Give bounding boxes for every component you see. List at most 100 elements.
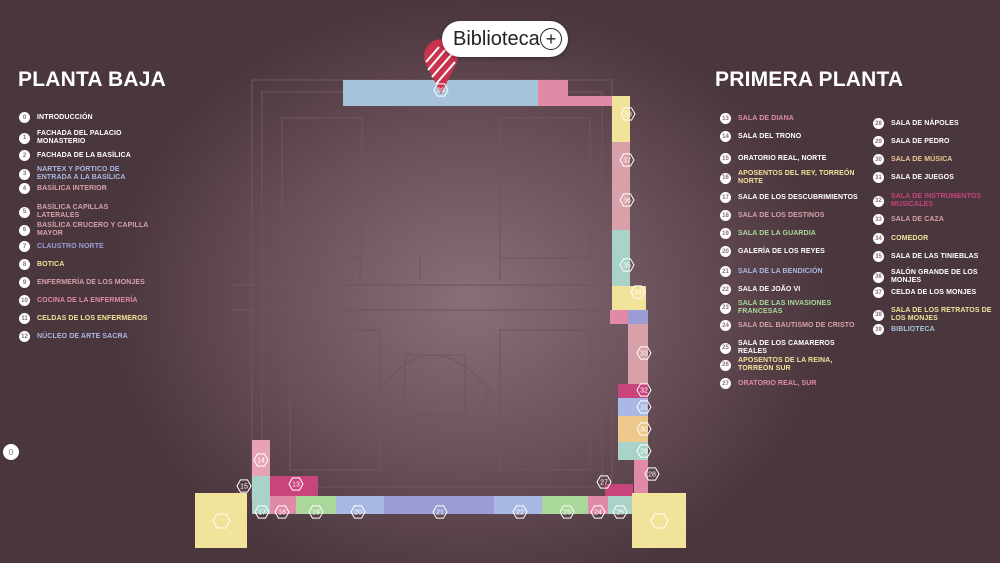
room-marker-18[interactable]: 18: [274, 505, 290, 519]
legend-number-badge: 0: [19, 112, 30, 123]
room-marker-14[interactable]: 14: [253, 453, 269, 467]
room-north-pink-b[interactable]: [568, 96, 612, 106]
room-15-17[interactable]: [252, 476, 270, 514]
room-marker-label: 20: [354, 510, 362, 517]
room-marker-13[interactable]: 13: [288, 477, 304, 491]
room-north-pink[interactable]: [538, 80, 568, 106]
room-38[interactable]: [612, 96, 630, 142]
intro-marker[interactable]: 0: [3, 444, 19, 460]
room-23[interactable]: [542, 496, 588, 514]
room-marker-20[interactable]: 20: [350, 505, 366, 519]
room-marker-33[interactable]: 33: [636, 346, 652, 360]
room-34-pink[interactable]: [610, 310, 628, 324]
room-marker-34[interactable]: 34: [630, 285, 646, 299]
room-marker-22[interactable]: 22: [512, 505, 528, 519]
room-marker-21[interactable]: 21: [432, 505, 448, 519]
room-marker-15[interactable]: 15: [236, 479, 252, 493]
room-marker-32[interactable]: 32: [636, 383, 652, 397]
room-marker-35[interactable]: 35: [619, 258, 635, 272]
room-37-36[interactable]: [612, 142, 630, 230]
room-marker-25[interactable]: 25: [612, 505, 628, 519]
tower-26-marker[interactable]: [650, 513, 669, 529]
room-14[interactable]: [252, 440, 270, 476]
tower-16-marker[interactable]: [212, 513, 231, 529]
room-marker-23[interactable]: 23: [559, 505, 575, 519]
room-20[interactable]: [336, 496, 384, 514]
room-34-purple[interactable]: [628, 310, 648, 324]
room-marker-27[interactable]: 27: [596, 475, 612, 489]
legend-item[interactable]: 28 SALA DE NÁPOLES: [873, 118, 995, 129]
room-35[interactable]: [612, 230, 630, 286]
room-marker-39[interactable]: 39: [433, 83, 449, 97]
room-marker-19[interactable]: 19: [308, 505, 324, 519]
biblioteca-popup[interactable]: Biblioteca +: [442, 21, 568, 57]
room-marker-label: 38: [624, 112, 632, 119]
room-22[interactable]: [494, 496, 542, 514]
room-marker-28[interactable]: 28: [644, 467, 660, 481]
plus-circle-icon[interactable]: +: [540, 28, 562, 50]
room-marker-36[interactable]: 36: [619, 193, 635, 207]
legend-label: SALA DE LA GUARDIA: [738, 229, 816, 237]
room-marker-label: 35: [623, 263, 631, 270]
room-marker-17[interactable]: 17: [254, 505, 270, 519]
room-30[interactable]: [618, 416, 648, 442]
room-19[interactable]: [296, 496, 336, 514]
room-marker-29[interactable]: 29: [636, 444, 652, 458]
room-marker-24[interactable]: 24: [590, 505, 606, 519]
room-13[interactable]: [270, 476, 318, 496]
legend-number-badge: 19: [720, 228, 731, 239]
room-21[interactable]: [384, 496, 494, 514]
room-marker-37[interactable]: 37: [619, 153, 635, 167]
room-31[interactable]: [618, 398, 648, 416]
room-27[interactable]: [605, 484, 633, 496]
room-marker-38[interactable]: 38: [620, 107, 636, 121]
primera-planta-title: PRIMERA PLANTA: [715, 68, 904, 91]
room-28[interactable]: [634, 460, 648, 494]
legend-item[interactable]: 19 SALA DE LA GUARDIA: [720, 228, 860, 239]
legend-number-badge: 28: [873, 118, 884, 129]
room-marker-30[interactable]: 30: [636, 422, 652, 436]
room-32[interactable]: [618, 384, 648, 398]
room-29[interactable]: [618, 442, 648, 460]
legend-label: SALA DE NÁPOLES: [891, 119, 959, 127]
room-marker-31[interactable]: 31: [636, 400, 652, 414]
